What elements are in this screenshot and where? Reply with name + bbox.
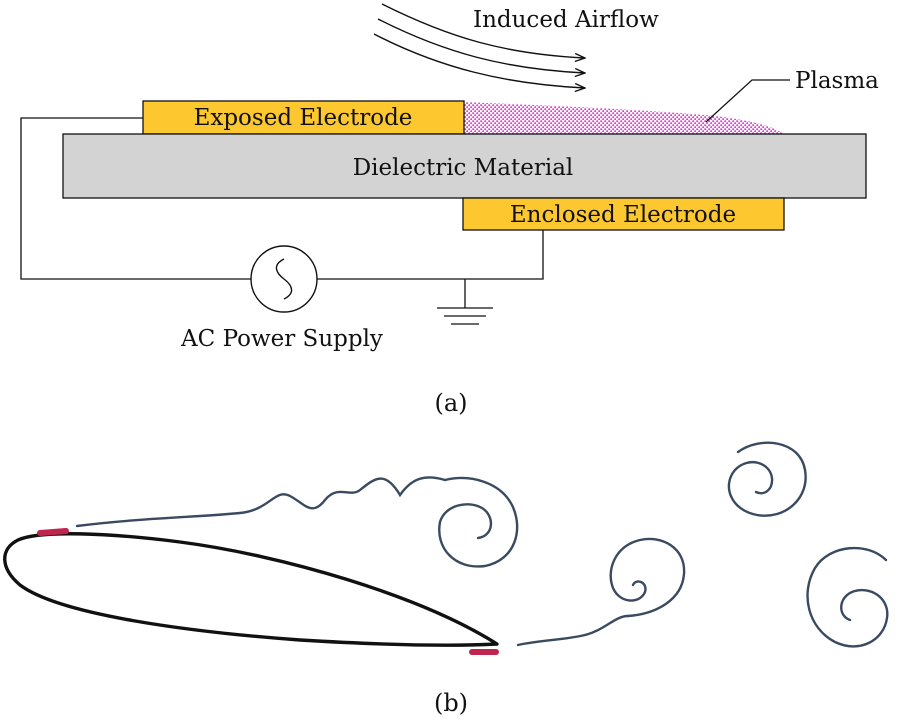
circuit-wire-right (317, 230, 544, 280)
plasma-region (464, 102, 784, 134)
upper-wake (75, 476, 519, 568)
panel-a-caption: (a) (434, 389, 467, 417)
lower-wake (516, 537, 686, 647)
induced-airflow-label: Induced Airflow (473, 7, 659, 33)
exposed-electrode (142, 100, 465, 135)
airfoil-outline (3, 532, 499, 647)
panel-b: (b) (3, 441, 889, 717)
enclosed-electrode (462, 197, 785, 231)
power-supply-label: AC Power Supply (180, 326, 383, 352)
induced-airflow-arrows (373, 3, 585, 88)
exposed-electrode-label: Exposed Electrode (194, 105, 413, 131)
airflow-arrow-3 (373, 33, 585, 88)
upper-vortex (438, 476, 519, 568)
airflow-arrow-2 (377, 18, 585, 73)
plasma-leader-line (705, 79, 790, 123)
trailing-wake-line (516, 614, 630, 647)
ground-icon (437, 279, 493, 325)
panel-a: Induced Airflow Plasma Exposed Electrode… (20, 3, 879, 417)
upper-wake-line (75, 476, 447, 528)
trailing-vortex (609, 537, 686, 618)
airflow-arrow-1 (381, 3, 585, 58)
leading-edge-actuator (37, 528, 69, 536)
sine-wave-icon (275, 258, 293, 300)
shed-vortex-upper-right (727, 441, 807, 517)
circuit-wire-left (20, 117, 251, 280)
shed-vortex-lower-right (806, 546, 889, 648)
plasma-label: Plasma (795, 68, 879, 94)
enclosed-electrode-label: Enclosed Electrode (510, 202, 736, 228)
panel-b-caption: (b) (434, 689, 468, 717)
dielectric-label: Dielectric Material (353, 155, 574, 181)
